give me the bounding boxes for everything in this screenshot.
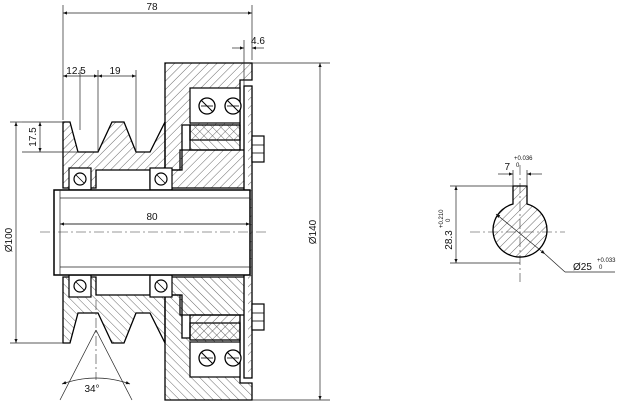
svg-text:+0.210: +0.210: [439, 209, 445, 228]
dim-groove-pitch: 19: [109, 66, 121, 77]
svg-text:+0.036: +0.036: [514, 156, 533, 162]
shaft-section-outline: [492, 185, 548, 258]
shaft-bearing-left-top: [68, 167, 92, 191]
shaft-cross-section: 7 +0.036 0 28.3 +0.210 0 Ø25 +0.033 0: [439, 156, 616, 282]
inner-race-top: [189, 124, 241, 151]
bolt-top: [251, 135, 265, 163]
dim-groove-angle: 34°: [84, 384, 99, 395]
bearing-balls-bottom: [198, 349, 242, 367]
shaft-bearing-left-bottom: [68, 274, 92, 298]
inner-race-bottom: [189, 314, 241, 341]
assembly-section-view: 78 4.6 12.5 19 17.5 Ø100 80 Ø140: [4, 2, 330, 401]
shaft-bearing-right-bottom: [149, 274, 173, 298]
shaft-bearing-right-top: [149, 167, 173, 191]
shaft: [53, 189, 251, 276]
dim-keyway-width: 7: [504, 162, 510, 173]
dim-groove-offset: 12.5: [66, 66, 86, 77]
dim-housing-diameter: Ø140: [308, 219, 319, 244]
dim-keyway-depth: 28.3: [444, 230, 455, 250]
bolt-bottom: [251, 303, 265, 331]
dim-groove-depth: 17.5: [28, 127, 39, 147]
dim-shaft-diameter: Ø25: [573, 262, 592, 273]
bearing-balls-top: [198, 97, 242, 115]
dim-bore-length: 80: [146, 212, 158, 223]
svg-text:0: 0: [446, 218, 452, 222]
svg-text:0: 0: [599, 265, 603, 271]
svg-text:0: 0: [516, 163, 520, 169]
dim-flange-thickness: 4.6: [251, 36, 265, 47]
dim-overall-length: 78: [146, 2, 158, 13]
svg-text:+0.033: +0.033: [597, 258, 616, 264]
dim-pulley-diameter: Ø100: [4, 227, 15, 252]
